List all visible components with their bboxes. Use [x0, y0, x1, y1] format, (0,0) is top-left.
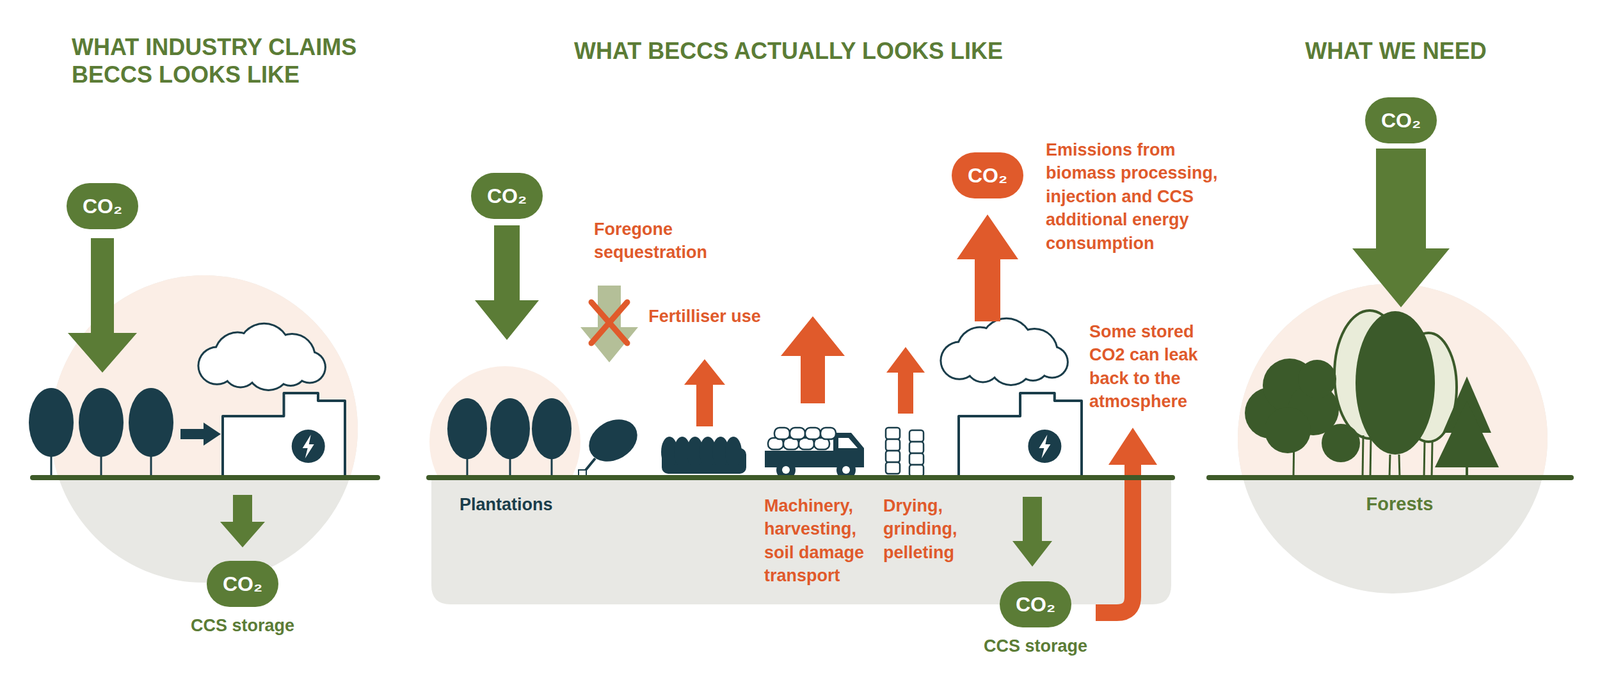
log-segment	[909, 453, 924, 465]
tree-trunk	[1424, 440, 1425, 478]
panel-heading: WHAT BECCS ACTUALLY LOOKS LIKE	[500, 37, 1077, 65]
leak-head	[1108, 427, 1158, 465]
annotation: Foregone sequestration	[593, 217, 761, 265]
tree-crown	[490, 398, 530, 459]
annotation: Emissions from biomass processing, injec…	[1045, 138, 1235, 255]
annotation: Fertilliser use	[637, 304, 772, 328]
felled-tree	[581, 410, 645, 470]
log	[774, 427, 790, 440]
tree-crown	[447, 398, 488, 459]
tree-crown	[128, 387, 174, 457]
area-label: Forests	[1303, 491, 1496, 517]
tree-trunk	[1399, 454, 1400, 478]
tree-trunk	[1370, 437, 1371, 478]
foregone-arrow	[580, 285, 639, 363]
badge-text: CO₂	[967, 165, 1008, 186]
badge-text: CO₂	[1015, 593, 1056, 615]
log-segment	[909, 464, 924, 477]
tall-tree	[1355, 311, 1435, 455]
ground-line	[1208, 474, 1572, 480]
co2-badge: CO₂CCS storage	[206, 560, 279, 607]
hub	[842, 465, 850, 474]
tree-trunk	[1431, 441, 1433, 478]
power-plant	[222, 392, 345, 478]
emission-arrow	[956, 214, 1019, 322]
badge-text: CO₂	[82, 195, 123, 217]
badge-text: CO₂	[487, 185, 527, 207]
tree-crown	[531, 398, 572, 459]
cross	[591, 302, 628, 344]
log-segment	[885, 462, 900, 474]
tree-crown	[28, 387, 74, 457]
power-plant	[958, 392, 1082, 478]
log-segment	[909, 441, 924, 454]
log-segment	[909, 430, 924, 442]
cloud-fill	[275, 355, 306, 385]
sky-disc	[1237, 283, 1548, 478]
round-tree	[1321, 423, 1360, 463]
sky-disc	[429, 366, 581, 478]
storage-arrow	[1012, 496, 1053, 567]
truck-bed	[764, 450, 836, 468]
area-label: Plantations	[459, 492, 614, 516]
power-symbol	[1027, 429, 1062, 463]
cloud-fill	[224, 353, 258, 387]
hedge-bush	[725, 436, 742, 468]
storage-arrow	[220, 494, 265, 548]
log-segment	[885, 439, 900, 451]
panel-heading: WHAT INDUSTRY CLAIMS BECCS LOOKS LIKE	[71, 33, 405, 89]
emission-arrow	[886, 346, 925, 414]
leak-arrow	[1095, 462, 1133, 613]
storage-label: CCS storage	[190, 615, 295, 636]
co2-badge: CO₂CCS storage	[999, 581, 1072, 628]
ground-line	[32, 474, 378, 480]
co2-badge: CO₂	[1365, 97, 1437, 144]
co2-badge: CO₂	[66, 183, 139, 230]
log	[820, 427, 836, 440]
round-tree	[1264, 407, 1311, 454]
hub	[782, 465, 790, 474]
co2-badge: CO₂	[951, 152, 1024, 199]
capture-arrow	[67, 238, 137, 373]
truck-window	[838, 437, 858, 448]
cloud-fill	[1018, 350, 1048, 380]
ground-line	[428, 474, 1173, 480]
log	[789, 427, 806, 440]
badge-text: CO₂	[222, 573, 263, 594]
ground-disc	[1237, 283, 1548, 594]
cloud-fill	[967, 348, 1000, 382]
tree-trunk	[1389, 454, 1391, 478]
capture-arrow	[474, 225, 539, 340]
badge-text: CO₂	[1381, 110, 1421, 131]
panel-heading: WHAT WE NEED	[1235, 37, 1556, 65]
flow-arrow	[180, 422, 221, 446]
tree-crown	[78, 387, 124, 457]
tree-trunk	[1362, 435, 1364, 478]
lightning-bolt	[302, 434, 315, 459]
log-segment	[885, 427, 900, 440]
annotation: Some stored CO2 can leak back to the atm…	[1089, 320, 1231, 414]
storage-label: CCS storage	[983, 636, 1088, 656]
co2-badge: CO₂	[471, 172, 543, 219]
log	[805, 427, 821, 440]
cross	[591, 302, 628, 344]
emission-arrow	[684, 359, 726, 427]
annotation: Drying, grinding, pelleting	[883, 494, 992, 564]
log-segment	[885, 450, 900, 463]
round-tree	[1297, 359, 1337, 399]
capture-arrow	[1352, 148, 1450, 308]
power-symbol	[291, 429, 326, 463]
emission-arrow	[780, 316, 845, 404]
annotation: Machinery, harvesting, soil damage trans…	[764, 494, 890, 588]
lightning-bolt	[1038, 434, 1051, 459]
conifer	[1434, 400, 1499, 468]
